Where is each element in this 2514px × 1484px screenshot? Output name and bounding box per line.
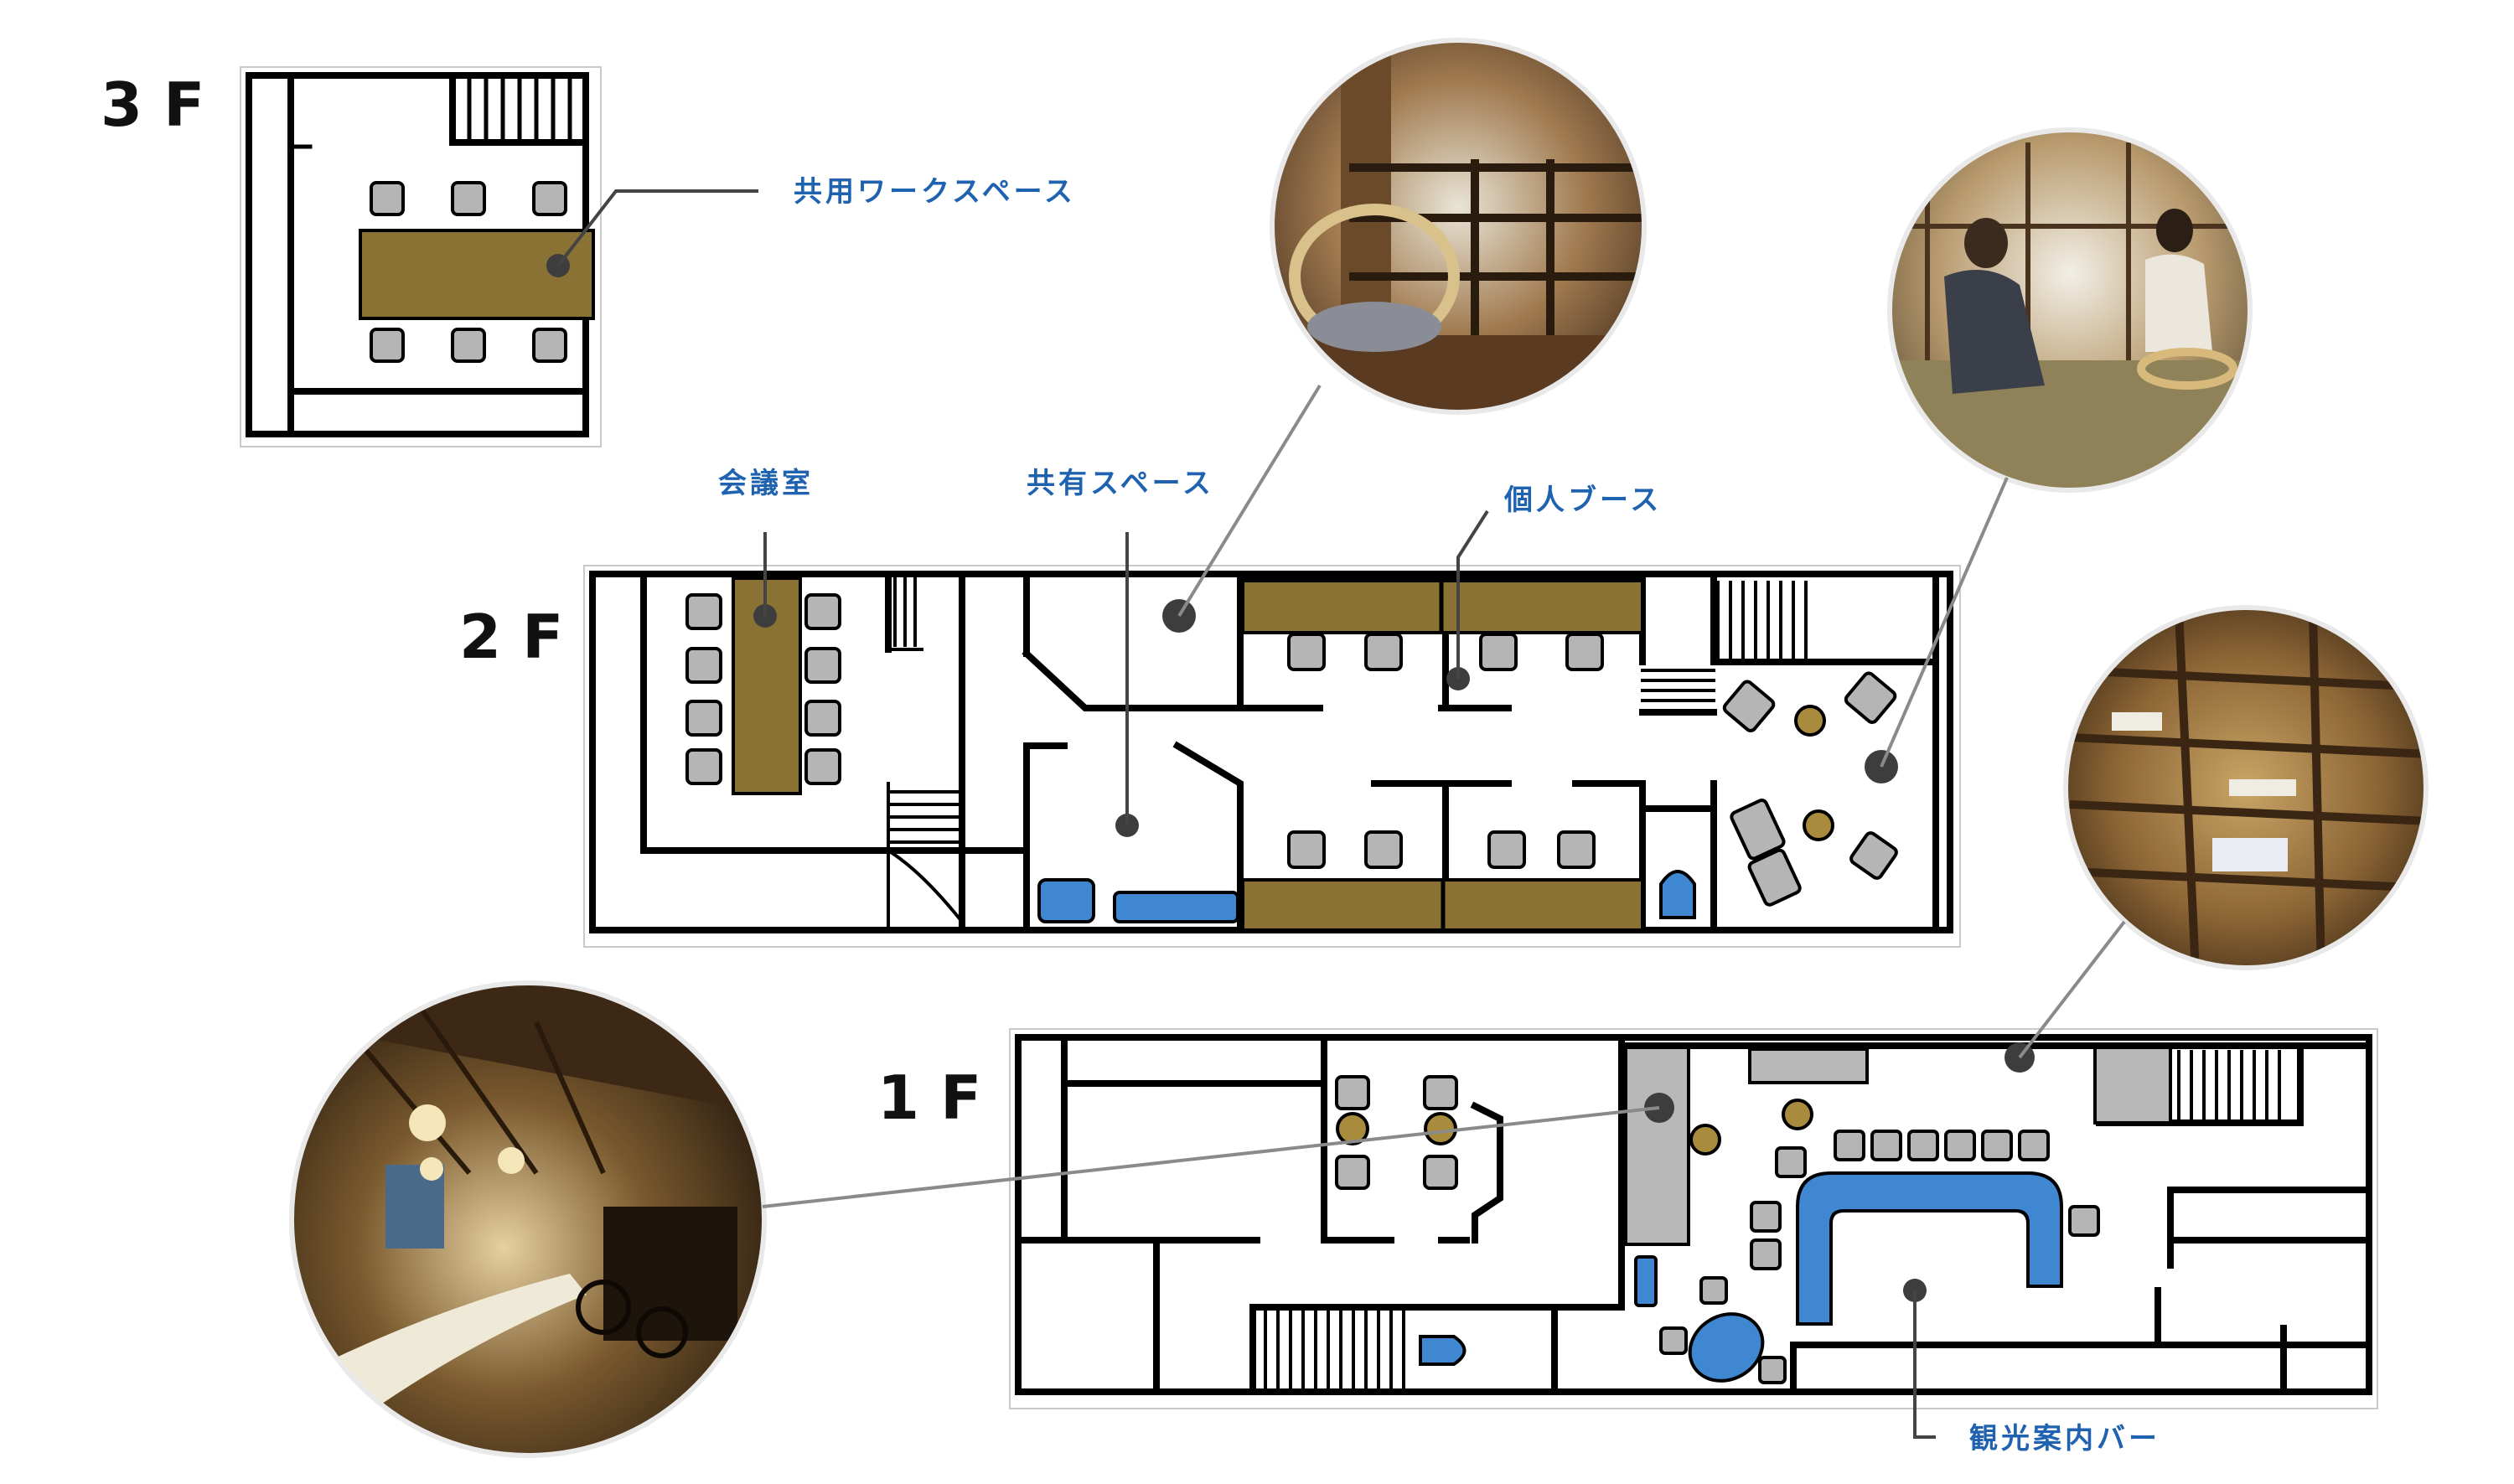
sink-1f	[1419, 1335, 1466, 1366]
callout-meeting: 会議室	[718, 467, 814, 500]
storage-block	[2093, 1046, 2172, 1125]
callout-booth: 個人ブース	[1503, 483, 1662, 517]
callout-shared: 共有スペース	[1027, 467, 1214, 500]
floor-label-3f: 3 F	[101, 70, 204, 140]
lounge-chairs-2f	[1722, 671, 1898, 907]
floor-plan-2f	[583, 565, 1961, 948]
shelf-block-top	[1748, 1047, 1869, 1084]
booth-chairs-bottom	[1287, 830, 1596, 869]
shared-sofa-small	[1037, 878, 1095, 923]
floor-label-1f: 1 F	[877, 1063, 981, 1133]
bar-stools-1f	[1659, 1130, 2100, 1384]
shop-shelves-photo	[2063, 605, 2429, 970]
balcony-chair-photo	[1270, 38, 1647, 415]
shared-sofa-long	[1113, 891, 1239, 923]
callout-coworking: 共用ワークスペース	[794, 175, 1076, 209]
tourist-info-bar-counter	[1796, 1171, 2063, 1326]
callout-tourist-bar: 観光案内バー	[1969, 1422, 2160, 1456]
meeting-room-chairs	[685, 593, 841, 785]
round-table-1f	[1688, 1312, 1765, 1383]
meeting-people-photo	[1887, 127, 2253, 493]
floor-plan-3f	[240, 66, 602, 447]
sink-2f	[1659, 870, 1696, 919]
coworking-chairs	[370, 181, 567, 363]
floor-plan-1f	[1009, 1028, 2378, 1409]
blue-stand	[1634, 1255, 1658, 1307]
floor-label-2f: 2 F	[459, 602, 563, 672]
bar-interior-photo	[289, 980, 767, 1458]
counter-block	[1624, 1046, 1690, 1246]
cafe-chairs-1f	[1335, 1075, 1458, 1190]
booth-chairs-top	[1287, 633, 1604, 671]
